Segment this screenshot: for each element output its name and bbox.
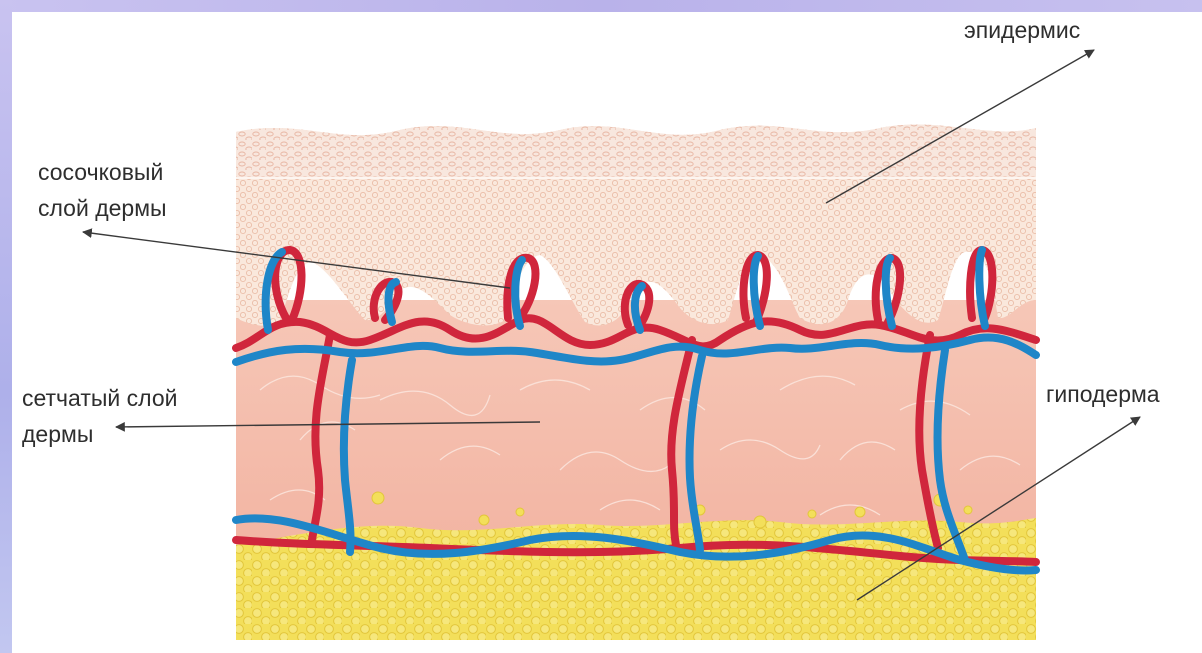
hypodermis-layer (236, 518, 1036, 640)
label-epidermis: эпидермис (964, 16, 1080, 44)
label-reticular-line2: дермы (22, 420, 93, 448)
label-papillary-line1: сосочковый (38, 158, 163, 186)
label-reticular-line1: сетчатый слой (22, 384, 177, 412)
label-papillary-line2: слой дермы (38, 194, 167, 222)
label-hypodermis: гиподерма (1046, 380, 1160, 408)
